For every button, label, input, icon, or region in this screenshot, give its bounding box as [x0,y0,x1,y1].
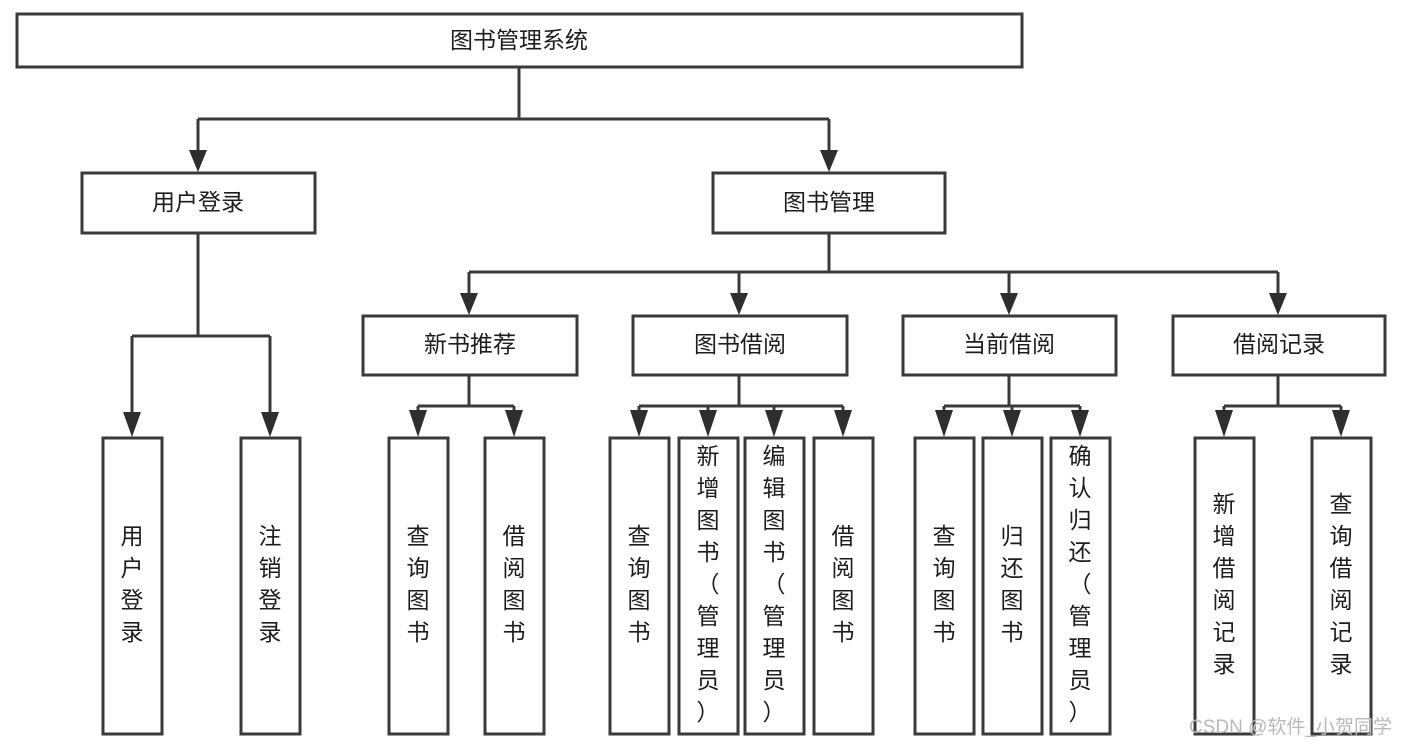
node-leaf-borrow-book-2-label: 借阅图书 [832,523,855,645]
arrow-icon-borrow-record [1269,293,1287,315]
leaf-nodes-layer: 用户登录 注销登录 查询图书 借阅图书 查询图书 新增图书（管理员） [101,436,1373,736]
node-leaf-add-book-label: 新增图书（管理员） [697,443,720,725]
arrow-icon-leaf-borrow-book-2 [834,410,852,437]
node-new-book-recommend[interactable]: 新书推荐 [361,314,579,377]
arrow-icon-leaf-query-record [1332,410,1350,437]
node-leaf-borrow-book-2-box[interactable] [812,436,875,736]
node-leaf-borrow-book-1-label: 借阅图书 [503,523,526,645]
node-new-book-recommend-label: 新书推荐 [424,331,516,357]
node-book-borrow-box[interactable] [631,314,849,377]
node-leaf-add-record-box[interactable] [1193,436,1256,736]
arrow-icon-leaf-query-book-2 [630,410,648,437]
node-user-login-label: 用户登录 [152,189,244,215]
node-leaf-return-book-box[interactable] [981,436,1044,736]
node-leaf-user-login-label: 用户登录 [121,523,144,645]
node-user-login-box[interactable] [80,171,317,235]
arrow-icon-leaf-add-book [699,410,717,437]
node-root[interactable]: 图书管理系统 [15,12,1024,69]
node-root-label: 图书管理系统 [450,27,588,53]
node-book-manage-box[interactable] [711,171,947,235]
node-root-box[interactable] [15,12,1024,69]
node-leaf-add-book-box[interactable] [677,436,740,736]
node-borrow-record-box[interactable] [1171,314,1387,377]
arrow-icon-leaf-return-book [1003,410,1021,437]
node-leaf-add-record-label: 新增借阅记录 [1213,491,1236,677]
node-user-login[interactable]: 用户登录 [80,171,317,235]
node-leaf-borrow-book-1-box[interactable] [483,436,546,736]
node-leaf-edit-book-label: 编辑图书（管理员） [763,443,786,725]
arrow-icon-user-login [189,150,207,172]
arrow-icon-leaf-query-book-3 [935,410,953,437]
arrow-icon-leaf-confirm-return [1071,410,1089,437]
arrow-icon-new-book-recommend [460,293,478,315]
node-borrow-record[interactable]: 借阅记录 [1171,314,1387,377]
node-book-manage-label: 图书管理 [783,189,875,215]
node-leaf-logout-login-label: 注销登录 [259,523,282,645]
connector-layer [123,67,1350,437]
arrow-icon-leaf-query-book-1 [409,410,427,437]
node-leaf-query-book-2-box[interactable] [608,436,671,736]
node-leaf-confirm-return-box[interactable] [1049,436,1112,736]
node-leaf-user-login[interactable]: 用户登录 [101,436,164,736]
watermark-label: CSDN @软件_小贺同学 [1189,716,1392,738]
arrow-icon-leaf-borrow-book-1 [505,410,523,437]
arrow-icon-leaf-logout-login [261,412,279,437]
arrow-icon-book-manage [820,150,838,172]
node-leaf-query-book-1[interactable]: 查询图书 [387,436,450,736]
node-leaf-query-book-1-box[interactable] [387,436,450,736]
node-leaf-query-record-box[interactable] [1310,436,1373,736]
node-leaf-add-book[interactable]: 新增图书（管理员） [677,436,740,736]
node-current-borrow-label: 当前借阅 [963,331,1055,357]
node-current-borrow-box[interactable] [901,314,1118,377]
node-leaf-query-book-1-label: 查询图书 [407,523,430,645]
arrow-icon-leaf-add-record [1215,410,1233,437]
node-leaf-logout-login-box[interactable] [239,436,302,736]
node-new-book-recommend-box[interactable] [361,314,579,377]
node-leaf-return-book[interactable]: 归还图书 [981,436,1044,736]
node-leaf-query-book-2-label: 查询图书 [628,523,651,645]
node-leaf-user-login-box[interactable] [101,436,164,736]
node-leaf-logout-login[interactable]: 注销登录 [239,436,302,736]
node-leaf-edit-book-box[interactable] [743,436,806,736]
arrow-icon-current-borrow [1000,293,1018,315]
node-leaf-query-book-3-box[interactable] [913,436,976,736]
arrow-icon-leaf-edit-book [765,410,783,437]
node-leaf-query-book-3-label: 查询图书 [933,523,956,645]
node-leaf-edit-book[interactable]: 编辑图书（管理员） [743,436,806,736]
node-book-borrow[interactable]: 图书借阅 [631,314,849,377]
node-leaf-confirm-return-label: 确认归还（管理员） [1069,443,1092,725]
node-book-manage[interactable]: 图书管理 [711,171,947,235]
node-leaf-borrow-book-1[interactable]: 借阅图书 [483,436,546,736]
node-book-borrow-label: 图书借阅 [694,331,786,357]
node-leaf-borrow-book-2[interactable]: 借阅图书 [812,436,875,736]
node-leaf-query-book-2[interactable]: 查询图书 [608,436,671,736]
arrow-icon-leaf-user-login [123,412,141,437]
node-borrow-record-label: 借阅记录 [1233,331,1325,357]
arrow-icon-book-borrow [730,293,748,315]
node-leaf-query-record-label: 查询借阅记录 [1330,491,1353,677]
node-current-borrow[interactable]: 当前借阅 [901,314,1118,377]
node-leaf-return-book-label: 归还图书 [1001,523,1024,645]
node-leaf-confirm-return[interactable]: 确认归还（管理员） [1049,436,1112,736]
node-leaf-query-book-3[interactable]: 查询图书 [913,436,976,736]
node-leaf-add-record[interactable]: 新增借阅记录 [1193,436,1256,736]
node-leaf-query-record[interactable]: 查询借阅记录 [1310,436,1373,736]
